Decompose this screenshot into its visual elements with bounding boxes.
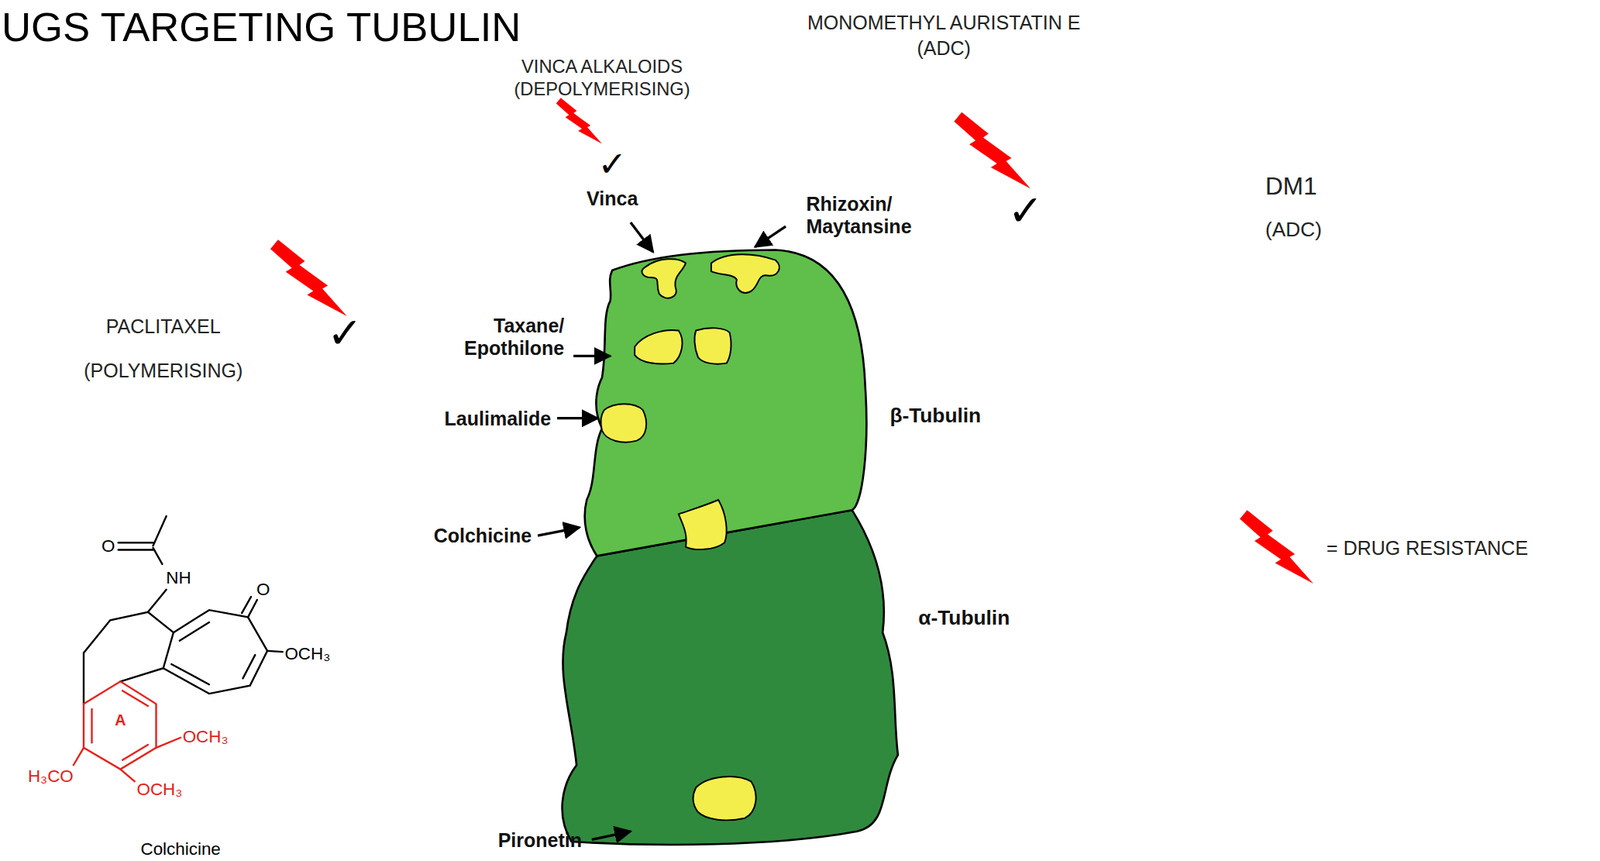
subunit-label: α-Tubulin (918, 605, 1010, 630)
site-label: Laulimalide (444, 407, 552, 431)
drug-class-label: PACLITAXEL (106, 315, 221, 338)
resistance-bolt (953, 112, 1031, 190)
atom-label: O (101, 536, 115, 557)
site-label: Taxane/ Epothilone (464, 314, 565, 360)
atom-label: O (256, 579, 270, 600)
drug-class-label: MONOMETHYL AURISTATIN E (807, 11, 1081, 35)
drug-class-note: (POLYMERISING) (83, 359, 243, 382)
atom-label: OCH₃ (182, 726, 229, 747)
legend-bolt (1239, 509, 1314, 584)
legend-text: = DRUG RESISTANCE (1326, 536, 1528, 560)
resistance-bolt (270, 239, 348, 317)
drug-class-label: VINCA ALKALOIDS (521, 56, 683, 78)
alpha-tubulin (562, 509, 899, 845)
atom-label: OCH₃ (284, 643, 331, 665)
atom-label: NH (165, 567, 191, 589)
drug-class-note: (ADC) (1265, 217, 1322, 241)
leader-arrows (537, 222, 786, 840)
slide-title: UGS TARGETING TUBULIN (1, 3, 521, 52)
structure-caption: Colchicine (141, 839, 221, 860)
ring-a (73, 681, 181, 782)
check-mark: ✓ (597, 144, 627, 185)
drug-class-note: (DEPOLYMERISING) (513, 79, 690, 100)
binding-sites (600, 254, 779, 820)
site-label: Vinca (586, 187, 638, 210)
atom-label: OCH₃ (137, 779, 183, 800)
resistance-bolt (556, 97, 603, 144)
check-mark: ✓ (326, 309, 363, 359)
check-mark: ✓ (1007, 186, 1043, 237)
site-label: Colchicine (433, 524, 532, 548)
site-label: Pironetin (498, 829, 582, 852)
drug-class-note: (ADC) (917, 37, 971, 60)
subunit-label: β-Tubulin (889, 403, 981, 427)
site-label: Rhizoxin/ Maytansine (805, 192, 912, 238)
beta-tubulin (584, 250, 868, 557)
ring-label: A (114, 711, 126, 730)
drug-class-label: DM1 (1265, 172, 1318, 200)
colchicine-structure (83, 516, 283, 704)
atom-label: H₃CO (27, 766, 74, 787)
